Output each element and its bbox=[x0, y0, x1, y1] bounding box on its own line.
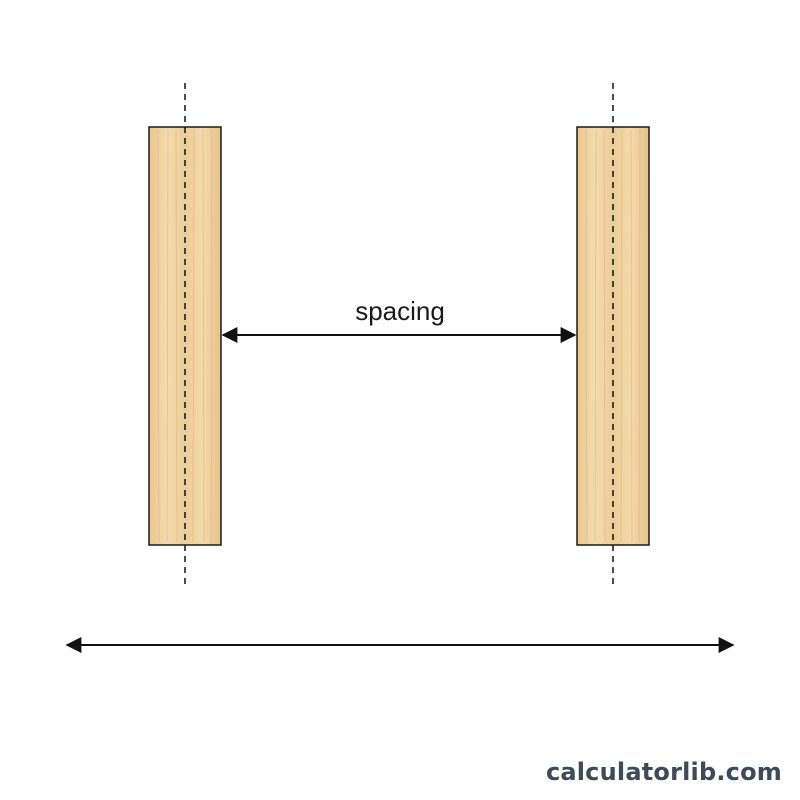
left-stud-grain bbox=[157, 129, 213, 543]
brand-watermark: calculatorlib.com bbox=[545, 758, 782, 786]
right-stud-grain bbox=[585, 129, 641, 543]
spacing-label: spacing bbox=[355, 296, 445, 326]
